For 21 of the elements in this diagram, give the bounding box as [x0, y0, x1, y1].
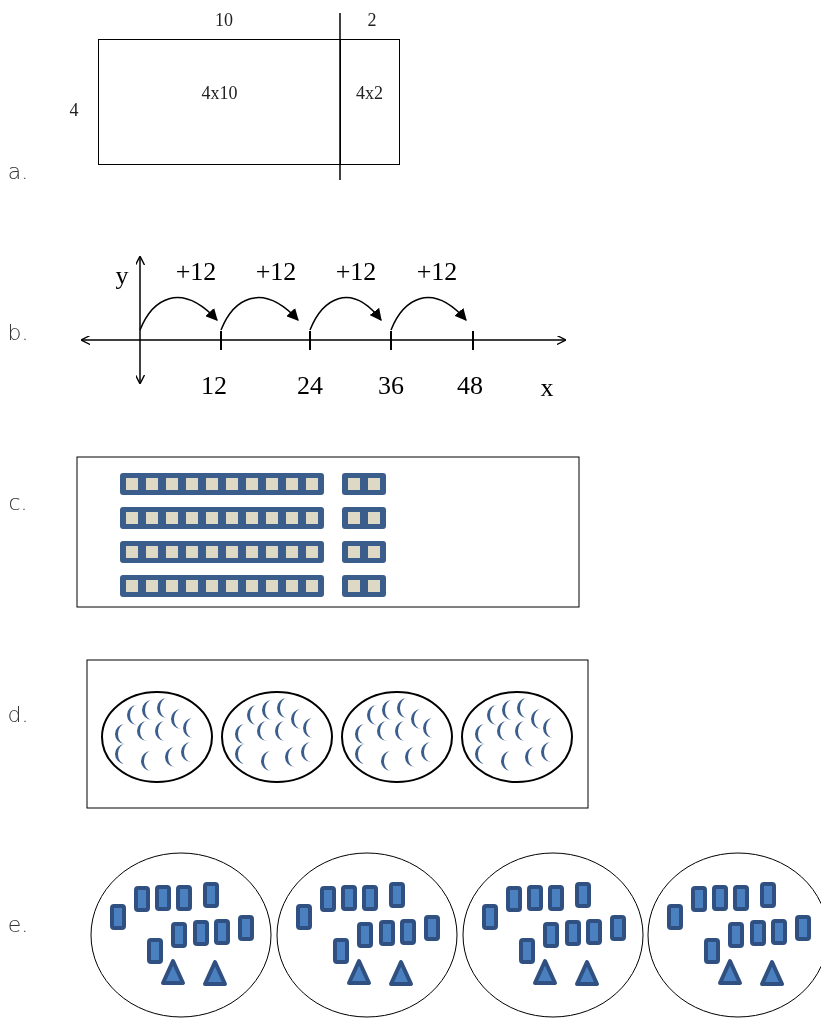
- tick-label: 48: [457, 373, 483, 399]
- dimension-label: 2: [367, 11, 377, 29]
- tick-label: 12: [201, 373, 227, 399]
- tick-label: 36: [378, 373, 404, 399]
- jump-label: +12: [175, 259, 217, 285]
- area-rectangle: [98, 39, 341, 165]
- axis-label: x: [540, 375, 554, 401]
- area-label: 4x10: [201, 82, 238, 104]
- part-label: b.: [7, 322, 29, 344]
- part-label: e.: [7, 914, 29, 936]
- jump-label: +12: [335, 259, 377, 285]
- tick-label: 24: [297, 373, 323, 399]
- dimension-label: 4: [69, 101, 79, 119]
- part-label: c.: [8, 492, 28, 514]
- part-label: a.: [7, 161, 29, 183]
- part-label: d.: [7, 704, 29, 726]
- jump-label: +12: [416, 259, 458, 285]
- axis-label: y: [115, 263, 129, 289]
- area-label: 4x2: [356, 82, 383, 104]
- dimension-label: 10: [215, 11, 233, 29]
- jump-label: +12: [255, 259, 297, 285]
